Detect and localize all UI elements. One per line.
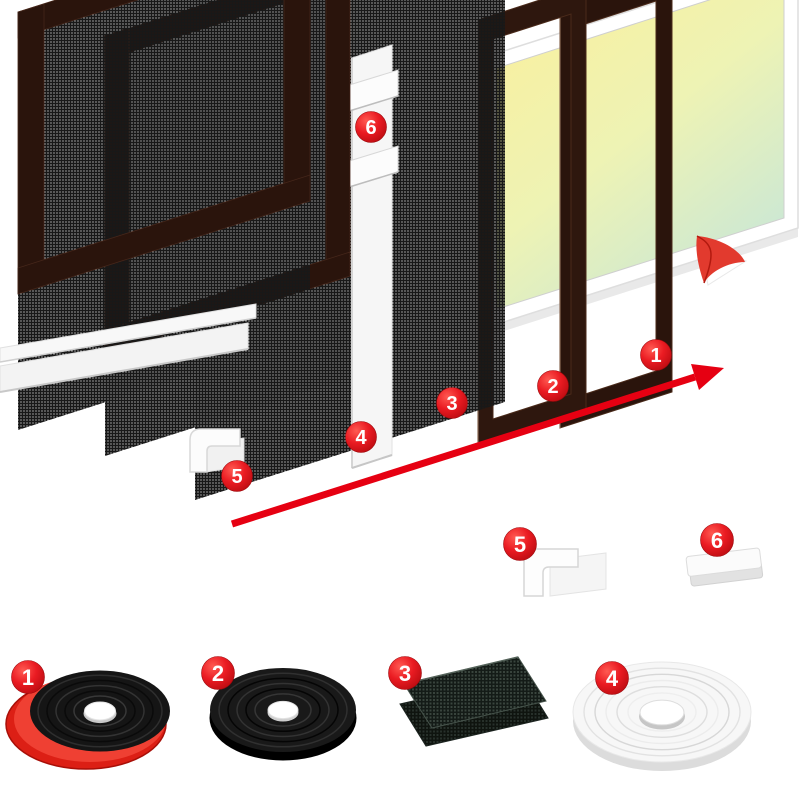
callout-number: 5: [514, 532, 526, 557]
callout-circle: [11, 660, 45, 694]
bottom-frame-strips: [0, 303, 257, 393]
coil-ring: [64, 690, 136, 732]
callout-number: 1: [22, 665, 34, 690]
callout-4: 4: [345, 421, 377, 453]
callout-number: 6: [711, 528, 723, 553]
hub-hole: [639, 699, 685, 726]
bottom-callout-6: 6: [700, 523, 734, 557]
install-direction-arrow: [230, 364, 724, 528]
peel-corner-sticker: [696, 235, 748, 286]
coil-ring: [37, 674, 163, 748]
callout-circle: [436, 387, 468, 419]
callout-number: 4: [606, 666, 619, 691]
coil-ring: [236, 682, 330, 738]
screen-back-right-bar: [325, 0, 351, 285]
callout-3: 3: [436, 387, 468, 419]
callouts-diagram: 6 1 2 3 4 5: [221, 111, 672, 492]
callout-circle: [595, 661, 629, 695]
callout-1: 1: [640, 339, 672, 371]
callout-circle: [537, 370, 569, 402]
callout-number: 2: [212, 661, 224, 686]
hub-hole: [84, 701, 116, 721]
clip-block-shadow: [345, 171, 399, 189]
callout-circle: [700, 523, 734, 557]
callout-circle: [388, 656, 422, 690]
arrow-head: [691, 364, 724, 390]
coil-ring: [73, 695, 127, 727]
callout-2: 2: [537, 370, 569, 402]
exploded-view: [0, 0, 799, 528]
callout-number: 6: [365, 117, 376, 139]
bottom-callout-1: 1: [11, 660, 45, 694]
callout-number: 2: [547, 376, 558, 398]
window-panel: [481, 0, 799, 338]
coil-rings: [583, 667, 741, 757]
parts-row: 5 6 1: [5, 523, 764, 771]
hub-hole: [267, 700, 299, 720]
bottom-callout-4: 4: [595, 661, 629, 695]
part-tape-roll-black: [209, 668, 357, 761]
peel-fold-shadow: [696, 235, 712, 284]
part-corner-bracket: [523, 548, 607, 597]
coil-ring: [245, 687, 321, 733]
coil-ring: [616, 686, 708, 739]
callout-6: 6: [355, 111, 387, 143]
arrow-shaft: [230, 373, 697, 528]
bottom-callout-5: 5: [503, 527, 537, 561]
part-tape-roll-red-liner: [5, 670, 170, 770]
callout-circle: [355, 111, 387, 143]
screen-front-bottom-bar: [17, 174, 311, 295]
bottom-callout-3: 3: [388, 656, 422, 690]
callout-circle: [345, 421, 377, 453]
part-folded-mesh: [399, 656, 549, 747]
screen-front-left-bar: [17, 3, 45, 295]
callout-number: 4: [355, 427, 367, 449]
coil-ring: [46, 679, 154, 743]
callout-number: 5: [231, 466, 242, 488]
screen-front: [17, 0, 311, 430]
coil-ring: [55, 684, 145, 738]
coil-ring: [227, 677, 339, 743]
callout-number: 3: [446, 393, 457, 415]
mesh-fold-edge: [403, 656, 519, 685]
coil-rings: [37, 674, 163, 748]
corner-bracket: [189, 428, 241, 473]
frame-strip-thin-shadow: [0, 317, 257, 363]
coil-ring: [218, 672, 348, 748]
coil-ring: [605, 679, 719, 745]
callout-number: 1: [650, 345, 661, 367]
callout-circle: [201, 656, 235, 690]
callout-circle: [640, 339, 672, 371]
coil-rings: [218, 672, 348, 748]
screen-front-mesh: [18, 0, 310, 430]
bottom-callout-2: 2: [201, 656, 235, 690]
coil-ring: [254, 693, 312, 727]
part-adhesive-strip: [685, 547, 764, 587]
coil-ring: [594, 673, 730, 751]
callout-circle: [503, 527, 537, 561]
callout-5: 5: [221, 460, 253, 492]
coil-ring: [583, 667, 741, 757]
clip-block-shadow: [345, 95, 399, 113]
coil-ring: [627, 692, 697, 732]
callout-circle: [221, 460, 253, 492]
frame-strip-thick-shadow: [0, 348, 249, 393]
frame-strip-bottom-edge: [351, 454, 393, 469]
callout-number: 3: [399, 661, 411, 686]
